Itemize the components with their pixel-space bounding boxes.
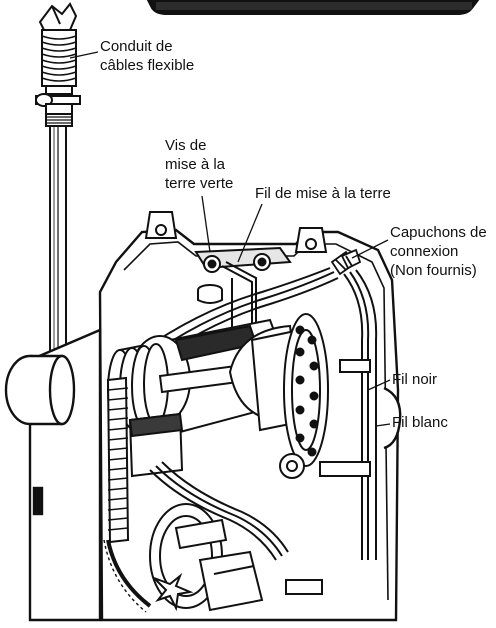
mounting-tabs	[144, 211, 328, 253]
label-black-wire: Fil noir	[392, 370, 437, 389]
label-ground-screw-line-1: Vis de	[165, 137, 207, 154]
label-wire-nuts-line-2: connexion	[390, 243, 459, 260]
label-white-wire: Fil blanc	[392, 413, 448, 432]
timer-wheel	[283, 313, 329, 467]
label-wire-nuts: Capuchons de connexion (Non fournis)	[390, 223, 487, 280]
lower-mechanism	[103, 376, 289, 613]
label-wire-nuts-line-1: Capuchons de	[390, 224, 487, 241]
label-wire-nuts-line-3: (Non fournis)	[390, 262, 477, 279]
leader-conduit	[69, 51, 99, 59]
wire-clips	[285, 359, 371, 595]
label-white-wire-text: Fil blanc	[392, 414, 448, 431]
top-bar	[146, 0, 480, 15]
label-ground-screw-line-3: terre verte	[165, 175, 234, 192]
leader-wire-nuts	[351, 239, 389, 259]
label-ground-wire-text: Fil de mise à la terre	[255, 185, 391, 202]
motor-assembly	[107, 318, 312, 442]
label-ground-wire: Fil de mise à la terre	[255, 184, 391, 203]
leader-ground-screw	[201, 195, 211, 253]
leader-white-wire	[375, 423, 391, 427]
label-ground-screw-line-2: mise à la	[165, 156, 226, 173]
leader-ground-wire	[237, 203, 263, 263]
label-conduit-line-1: Conduit de	[100, 38, 173, 55]
wire-nuts	[330, 248, 362, 276]
ground-wire	[221, 261, 257, 340]
label-ground-screw: Vis de mise à la terre verte	[165, 136, 233, 193]
knob	[279, 453, 305, 479]
ground-screws	[194, 246, 292, 304]
flexible-conduit	[35, 2, 81, 367]
label-conduit: Conduit de câbles flexible	[100, 37, 194, 75]
label-conduit-line-2: câbles flexible	[100, 57, 195, 74]
leader-black-wire	[367, 379, 391, 391]
label-black-wire-text: Fil noir	[392, 371, 438, 388]
